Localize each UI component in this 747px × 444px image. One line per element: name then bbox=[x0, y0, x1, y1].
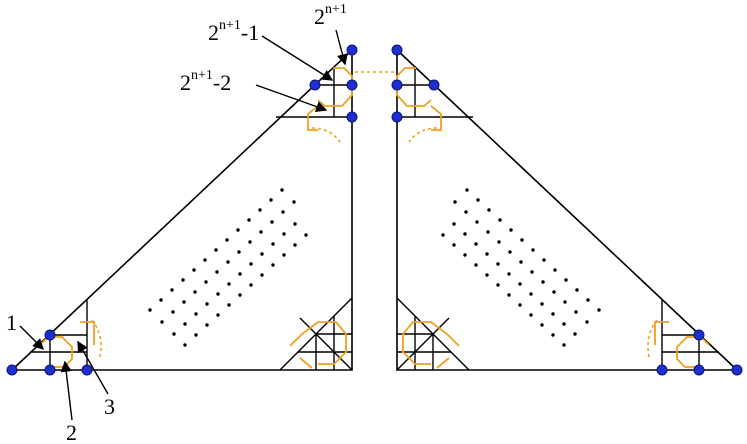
label-top-c: 2n+1-2 bbox=[180, 68, 231, 95]
node-right-top-4 bbox=[391, 111, 403, 123]
left-top-dashed bbox=[311, 127, 341, 143]
right-top-dashed bbox=[408, 127, 438, 143]
right-triangle-outline bbox=[396, 48, 740, 371]
node-right-top-1 bbox=[391, 44, 403, 56]
left-top-grid bbox=[276, 66, 352, 118]
node-right-br-3 bbox=[731, 364, 743, 376]
right-top-grid bbox=[397, 66, 473, 118]
arrow-top-c bbox=[255, 84, 328, 112]
annotations: 1 2 3 2n+1-1 2n+1 2n+1-2 bbox=[6, 2, 348, 444]
node-left-top-4 bbox=[346, 111, 358, 123]
node-right-br-2 bbox=[693, 364, 705, 376]
arrow-1 bbox=[19, 325, 44, 350]
node-left-bl-4 bbox=[44, 329, 56, 341]
label-top-b: 2n+1 bbox=[314, 2, 347, 29]
node-right-br-1 bbox=[656, 364, 668, 376]
right-top-path bbox=[396, 67, 432, 107]
right-bl-path-2 bbox=[436, 357, 450, 369]
arrow-2 bbox=[60, 360, 73, 421]
right-br-dashed bbox=[647, 319, 658, 358]
right-dot-matrix bbox=[441, 188, 601, 347]
right-bl-path bbox=[402, 321, 460, 365]
right-orange-paths bbox=[396, 67, 710, 369]
arrow-top-a bbox=[261, 35, 334, 81]
right-nodes bbox=[391, 44, 743, 376]
node-left-top-2 bbox=[346, 79, 358, 91]
node-right-top-2 bbox=[391, 79, 403, 91]
left-bottom-left-grid bbox=[30, 300, 88, 370]
left-bottom-right-grid bbox=[279, 297, 353, 371]
label-3: 3 bbox=[104, 394, 115, 419]
right-top-path-2 bbox=[430, 105, 442, 131]
label-2: 2 bbox=[66, 420, 77, 444]
node-right-top-3 bbox=[428, 79, 440, 91]
right-bottom-right-grid bbox=[661, 300, 719, 370]
left-triangle-outline bbox=[9, 48, 353, 371]
node-left-top-1 bbox=[346, 44, 358, 56]
left-top-path-2 bbox=[307, 105, 319, 131]
node-left-bl-1 bbox=[6, 364, 18, 376]
node-left-top-3 bbox=[309, 79, 321, 91]
left-br-path-2 bbox=[299, 357, 313, 369]
label-top-a: 2n+1-1 bbox=[208, 18, 259, 45]
left-dot-matrix bbox=[148, 188, 308, 347]
left-br-path bbox=[289, 321, 347, 365]
label-1: 1 bbox=[6, 310, 17, 335]
arrow-top-b bbox=[335, 29, 348, 66]
left-triangle bbox=[6, 44, 358, 376]
left-bl-dashed bbox=[91, 319, 102, 358]
right-bottom-left-grid bbox=[396, 297, 470, 371]
arrow-3 bbox=[77, 340, 109, 395]
node-left-bl-2 bbox=[44, 364, 56, 376]
left-nodes bbox=[6, 44, 358, 376]
right-triangle bbox=[391, 44, 743, 376]
node-right-br-4 bbox=[693, 329, 705, 341]
node-left-bl-3 bbox=[81, 364, 93, 376]
